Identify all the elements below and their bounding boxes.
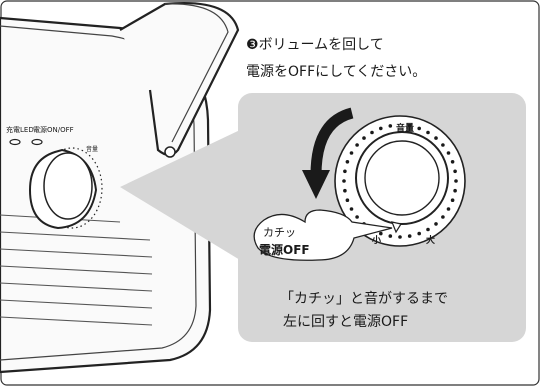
handle-screw [164,146,176,158]
caption-line-1: 「カチッ」と音がするまで [280,290,448,307]
dial-dot [370,130,374,135]
dial-dot [343,188,347,193]
dial-dot [434,136,438,140]
instruction-line-1: ❸ボリュームを回して [246,37,384,53]
click-callout: カチッ 電源OFF [253,209,393,261]
dial-dot [426,130,430,135]
step-marker: ❸ [246,37,259,53]
dial-dot [450,160,455,164]
device-volume-knob: 音量 [28,145,103,230]
dial-pointer [391,221,402,234]
dial-dot [417,231,422,236]
dial-dot [388,124,393,128]
click-sound-text: カチッ [263,226,296,239]
volume-dial: 音量 小 大 [334,115,466,247]
instruction-line-1-text: ボリュームを回して [259,37,384,53]
dial-dot [407,124,412,128]
dial-dot [388,234,393,238]
dial-dot [453,169,457,174]
dial-dot [441,143,445,147]
dial-dot [362,136,366,140]
zoom-wedge [120,130,240,260]
power-off-text: 電源OFF [259,242,310,257]
speaker-grille [0,214,153,326]
dial-dot [343,169,347,174]
instruction-line-2: 電源をOFFにしてください。 [246,64,426,80]
dial-dot [345,198,350,202]
dial-dot [453,188,457,193]
dial-volume-label: 音量 [396,122,414,134]
dial-dot [450,198,455,202]
dial-dot [434,222,438,226]
led-indicator [9,138,21,146]
dial-dot [454,179,458,183]
dial-dot [446,151,451,155]
dial-dot [417,126,422,131]
dial-tick-dots [342,124,458,239]
caption-line-2: 左に回すと電源OFF [283,314,408,330]
dial-dot [355,215,359,219]
carry-handle [119,2,240,158]
dial-dot [345,160,350,164]
dial-dot [355,143,359,147]
dial-dot [342,179,346,183]
dial-dot [407,234,412,238]
dial-dot [446,207,451,211]
power-indicator [31,138,43,146]
dial-dot [349,207,354,211]
dial-dot [379,231,383,236]
dial-max-label: 大 [426,234,435,246]
led-label: 充電LED [6,125,34,134]
dial-min-label: 小 [371,234,381,246]
dial-dot [398,235,402,239]
dial-dot [441,215,445,219]
power-switch-label: 電源ON/OFF [33,125,74,134]
dial-dot [426,227,430,232]
device-knob-label: 音量 [86,145,98,153]
dial-dot [379,126,383,131]
dial-dot [349,151,354,155]
rotate-left-arrow [302,107,354,199]
